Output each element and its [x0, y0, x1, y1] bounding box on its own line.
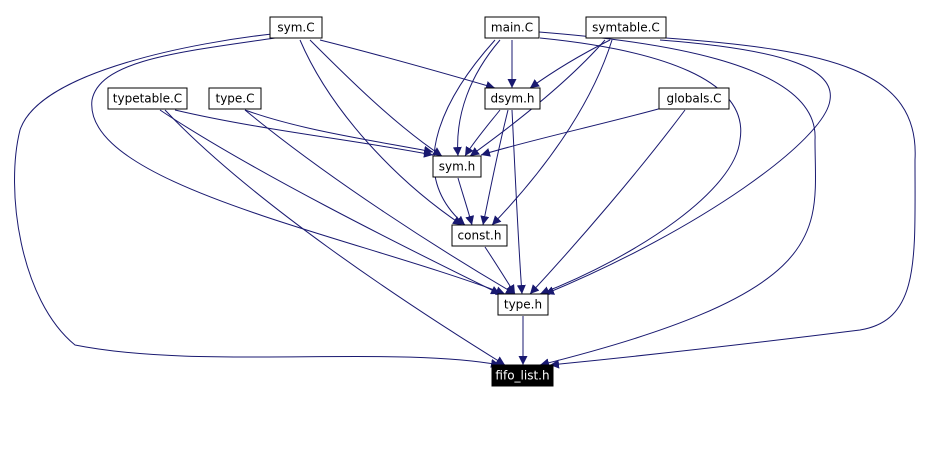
edge-typetable-c-to-fifo-list-h	[164, 109, 506, 366]
node-type-h[interactable]: type.h	[497, 293, 549, 316]
node-globals-c[interactable]: globals.C	[658, 87, 730, 110]
node-type-c[interactable]: type.C	[208, 87, 262, 110]
node-box	[208, 87, 262, 110]
edges-layer	[14, 31, 916, 369]
edge-sym-c-to-fifo-list-h	[14, 33, 501, 368]
node-symtable-c[interactable]: symtable.C	[585, 16, 667, 39]
node-box	[451, 224, 508, 247]
node-label: main.C	[491, 21, 533, 35]
edge-sym-c-to-const-h	[299, 39, 463, 226]
edge-line	[491, 39, 613, 226]
node-label: dsym.h	[490, 92, 534, 106]
edge-line	[433, 39, 496, 226]
edge-dsym-h-to-const-h	[480, 109, 509, 226]
edge-line	[469, 39, 606, 157]
edge-symtable-c-to-type-h	[544, 39, 831, 295]
edge-type-c-to-sym-h	[244, 109, 434, 155]
node-label: type.h	[504, 298, 542, 312]
node-label: fifo_list.h	[495, 369, 549, 383]
edge-line	[164, 109, 506, 366]
edge-line	[244, 109, 434, 155]
edge-line	[480, 109, 509, 226]
edge-line	[174, 109, 434, 158]
edge-sym-c-to-dsym-h	[319, 39, 496, 90]
edge-line	[538, 31, 817, 368]
edge-main-c-to-type-h	[539, 37, 742, 295]
edge-line	[539, 37, 742, 295]
node-label: sym.C	[277, 21, 314, 35]
edge-main-c-to-const-h	[433, 39, 496, 226]
node-main-c[interactable]: main.C	[484, 16, 540, 39]
edge-sym-c-to-sym-h	[309, 39, 443, 157]
node-box	[484, 16, 540, 39]
node-dsym-h[interactable]: dsym.h	[484, 87, 541, 110]
node-fifo-list-h[interactable]: fifo_list.h	[491, 364, 554, 387]
edge-globals-c-to-type-h	[529, 109, 686, 295]
node-label: const.h	[458, 229, 502, 243]
node-sym-c[interactable]: sym.C	[269, 16, 323, 39]
node-label: typetable.C	[113, 92, 182, 106]
edge-typetable-c-to-type-h	[159, 109, 501, 295]
edge-line	[14, 33, 501, 368]
edge-line	[529, 109, 686, 295]
edge-symtable-c-to-const-h	[491, 39, 613, 226]
node-label: type.C	[216, 92, 255, 106]
node-box	[497, 293, 549, 316]
node-box	[585, 16, 667, 39]
edge-line	[464, 109, 501, 157]
edge-symtable-c-to-fifo-list-h	[549, 37, 916, 369]
node-box	[107, 87, 188, 110]
edge-line	[452, 39, 501, 157]
edge-line	[484, 246, 516, 295]
edge-line	[299, 39, 463, 226]
node-label: symtable.C	[592, 21, 660, 35]
edge-line	[511, 109, 526, 295]
node-box	[269, 16, 323, 39]
nodes-layer: sym.C main.C symtable.C typetable.C type.C ds…	[107, 16, 730, 387]
edge-dsym-h-to-sym-h	[464, 109, 501, 157]
node-box	[432, 155, 482, 178]
edge-dsym-h-to-type-h	[511, 109, 526, 295]
edge-sym-c-to-type-h	[91, 37, 506, 296]
node-sym-h[interactable]: sym.h	[432, 155, 482, 178]
edge-symtable-c-to-sym-h	[469, 39, 606, 157]
edge-line	[544, 39, 831, 295]
edge-globals-c-to-sym-h	[480, 107, 663, 157]
edge-line	[319, 39, 496, 90]
edge-main-c-to-fifo-list-h	[538, 31, 817, 368]
edge-line	[309, 39, 443, 157]
edge-line	[244, 109, 516, 295]
node-label: globals.C	[666, 92, 721, 106]
node-box	[658, 87, 730, 110]
node-label: sym.h	[439, 160, 475, 174]
edge-line	[480, 107, 663, 157]
edge-const-h-to-type-h	[484, 246, 516, 295]
edge-line	[549, 37, 916, 369]
edge-typetable-c-to-sym-h	[174, 109, 434, 158]
node-box	[491, 364, 554, 387]
edge-line	[457, 177, 475, 226]
node-typetable-c[interactable]: typetable.C	[107, 87, 188, 110]
edge-line	[159, 109, 501, 295]
edge-type-c-to-type-h	[244, 109, 516, 295]
edge-main-c-to-sym-h	[452, 39, 501, 157]
edge-line	[91, 37, 506, 296]
node-box	[484, 87, 541, 110]
node-const-h[interactable]: const.h	[451, 224, 508, 247]
edge-sym-h-to-const-h	[457, 177, 475, 226]
